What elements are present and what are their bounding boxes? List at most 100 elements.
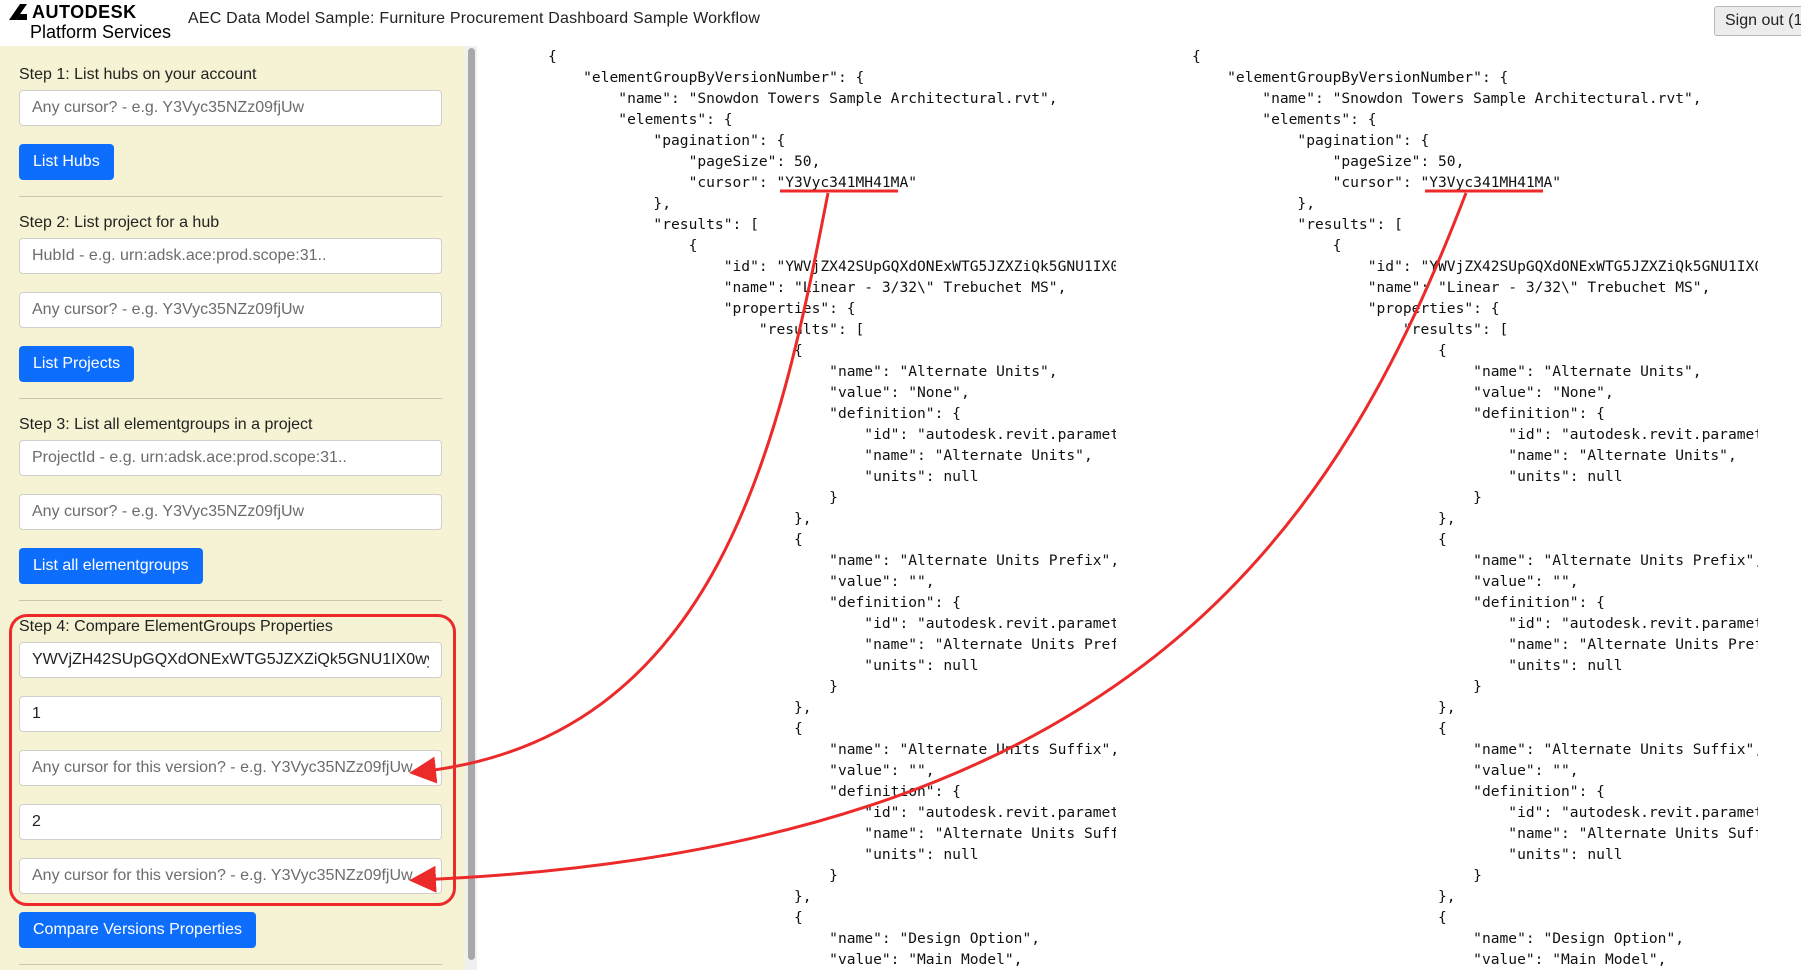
json-line: "id": "autodesk.revit.parameter: [548,804,1116,821]
step1-label: Step 1: List hubs on your account [19,66,257,83]
json-line: { [1192,720,1447,737]
json-line: }, [1192,510,1456,527]
json-line: "id": "YWVjZX42SUpGQXdONExWTG5JZXZiQk5GN… [548,258,1116,275]
json-line: "cursor": "Y3Vyc341MH41MA" [1192,174,1562,191]
json-line: }, [1192,195,1316,212]
json-line: } [1192,489,1482,506]
version2-cursor-input[interactable] [19,858,442,894]
divider [19,398,442,399]
json-line: { [548,720,803,737]
json-line: "name": "Alternate Units Prefix", [1192,552,1758,569]
json-line: "elementGroupByVersionNumber": { [1192,69,1509,86]
json-line: "units": null [1192,846,1623,863]
json-line: } [548,867,838,884]
json-line: }, [548,510,812,527]
json-line: "pageSize": 50, [1192,153,1465,170]
version1-cursor-input[interactable] [19,750,442,786]
json-line: "name": "Alternate Units Prefix" [1192,636,1758,653]
elementgroup-id-input[interactable] [19,642,442,678]
sign-out-button[interactable]: Sign out (1 [1714,6,1801,36]
json-line: "id": "autodesk.revit.parameter: [1192,426,1758,443]
compare-versions-button[interactable]: Compare Versions Properties [19,912,256,948]
json-line: { [548,48,557,65]
logo-brand-text: AUTODESK [32,2,137,22]
step3-cursor-input[interactable] [19,494,442,530]
json-line: "value": "", [548,762,935,779]
hub-id-input[interactable] [19,238,442,274]
sidebar: Step 1: List hubs on your account List H… [0,46,465,970]
json-line: "value": "", [548,573,935,590]
json-line: }, [548,888,812,905]
json-line: }, [1192,699,1456,716]
json-line: "pageSize": 50, [548,153,821,170]
json-line: { [548,342,803,359]
json-line: "results": [ [548,321,865,338]
json-line: "name": "Snowdon Towers Sample Architect… [548,90,1058,107]
json-line: }, [548,195,672,212]
json-line: "name": "Linear - 3/32\" Trebuchet MS", [548,279,1067,296]
json-line: { [548,237,698,254]
json-line: { [548,909,803,926]
json-line: "definition": { [1192,405,1605,422]
step2-cursor-input[interactable] [19,292,442,328]
json-line: "properties": { [1192,300,1500,317]
json-line: "value": "None", [548,384,970,401]
json-line: { [1192,909,1447,926]
autodesk-logo-icon [9,4,27,20]
json-line: "results": [ [1192,321,1509,338]
json-line: "definition": { [1192,783,1605,800]
json-line: "name": "Alternate Units Suffix" [1192,825,1758,842]
json-line: "units": null [548,657,979,674]
step3-label: Step 3: List all elementgroups in a proj… [19,416,313,433]
json-line: { [1192,531,1447,548]
json-line: "value": "None", [1192,384,1614,401]
json-line: { [548,531,803,548]
step4-highlight-box [9,614,456,906]
divider [19,196,442,197]
json-line: "value": "", [1192,762,1579,779]
json-output-right: { "elementGroupByVersionNumber": { "name… [1192,46,1758,970]
app-header: AUTODESK Platform Services AEC Data Mode… [0,0,1801,44]
logo-subtitle: Platform Services [30,22,172,42]
list-projects-button[interactable]: List Projects [19,346,135,382]
json-line: "definition": { [548,405,961,422]
json-line: "pagination": { [548,132,786,149]
json-line: "elements": { [1192,111,1377,128]
autodesk-logo: AUTODESK Platform Services [8,2,171,42]
sidebar-scrollbar[interactable] [465,46,477,970]
json-line: "name": "Linear - 3/32\" Trebuchet MS", [1192,279,1711,296]
json-line: "definition": { [548,594,961,611]
json-line: "name": "Design Option", [548,930,1041,947]
json-line: "units": null [548,468,979,485]
divider [19,964,442,965]
list-elementgroups-button[interactable]: List all elementgroups [19,548,203,584]
divider [19,600,442,601]
json-line: "name": "Alternate Units Suffix", [548,741,1116,758]
step1-cursor-input[interactable] [19,90,442,126]
json-line: "name": "Alternate Units Suffix" [548,825,1116,842]
list-hubs-button[interactable]: List Hubs [19,144,114,180]
json-line: "id": "autodesk.revit.parameter: [1192,615,1758,632]
json-line: "name": "Alternate Units Prefix" [548,636,1116,653]
json-line: "value": "Main Model", [1192,951,1667,968]
json-line: } [548,678,838,695]
json-line: "definition": { [1192,594,1605,611]
json-line: "id": "autodesk.revit.parameter: [1192,804,1758,821]
json-line: "id": "autodesk.revit.parameter: [548,615,1116,632]
json-line: "name": "Design Option", [1192,930,1685,947]
json-line: "elements": { [548,111,733,128]
version1-input[interactable] [19,696,442,732]
json-line: "pagination": { [1192,132,1430,149]
json-line: "results": [ [1192,216,1403,233]
scrollbar-thumb[interactable] [468,48,475,960]
step2-label: Step 2: List project for a hub [19,214,220,231]
project-id-input[interactable] [19,440,442,476]
json-line: "name": "Alternate Units", [1192,363,1702,380]
json-line: "name": "Snowdon Towers Sample Architect… [1192,90,1702,107]
json-line: "definition": { [548,783,961,800]
json-line: "value": "", [1192,573,1579,590]
json-line: "units": null [1192,657,1623,674]
json-line: { [1192,48,1201,65]
version2-input[interactable] [19,804,442,840]
step4-label: Step 4: Compare ElementGroups Properties [19,618,333,635]
